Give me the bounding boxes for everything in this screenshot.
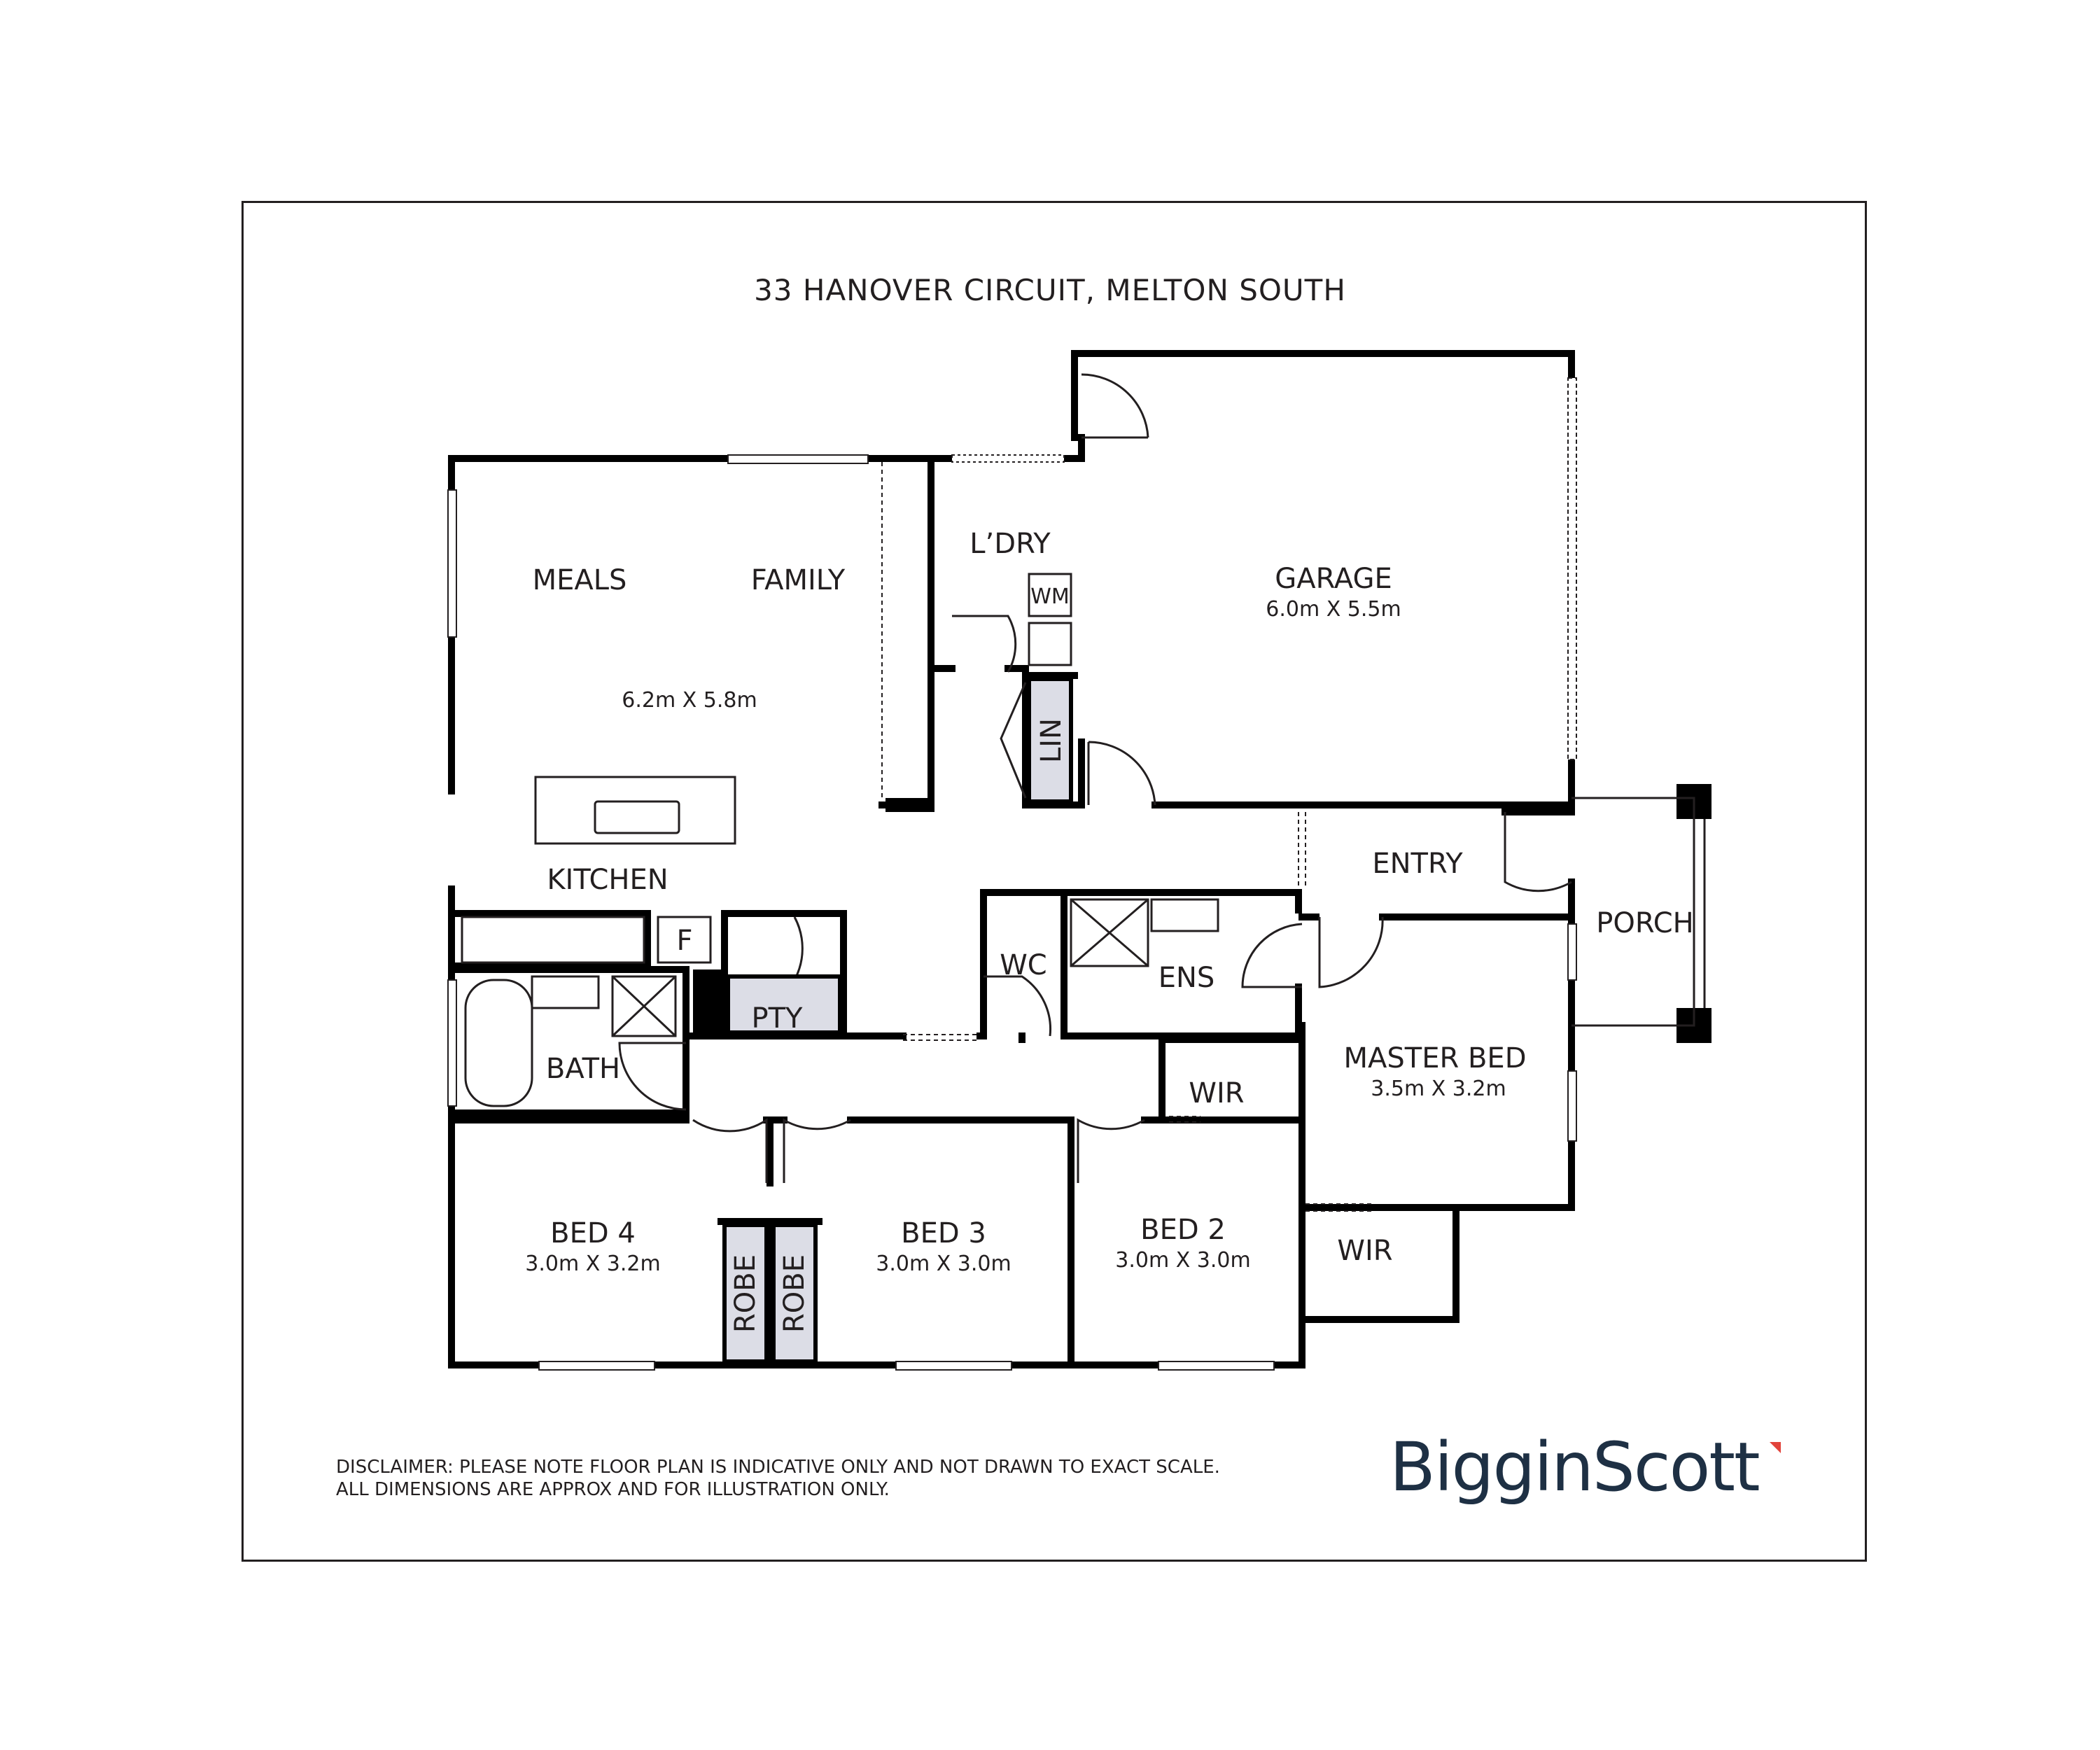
- label-entry: ENTRY: [1372, 848, 1463, 880]
- label-master-bed: MASTER BED: [1344, 1042, 1527, 1074]
- linen-cupboard: [1027, 677, 1073, 804]
- label-robe-bed4: ROBE: [729, 1254, 762, 1333]
- wall-garage: [1071, 350, 1575, 808]
- wall-block-bath: [693, 969, 724, 1036]
- door-master: [1318, 916, 1384, 988]
- door-garage-internal: [1087, 741, 1156, 806]
- bath-shower-cross: [611, 975, 677, 1037]
- window-master-side: [1567, 1070, 1577, 1142]
- door-garage-rear: [1081, 373, 1149, 439]
- label-kitchen: KITCHEN: [547, 864, 668, 896]
- label-ensuite: ENS: [1158, 962, 1215, 994]
- wall-kitchen-bench: [451, 910, 651, 969]
- label-bed4-dim: 3.0m X 3.2m: [525, 1252, 661, 1276]
- label-bed4: BED 4: [550, 1217, 636, 1250]
- door-laundry: [952, 615, 1017, 673]
- label-master-bed-dim: 3.5m X 3.2m: [1371, 1077, 1506, 1101]
- door-ensuite: [1241, 923, 1303, 988]
- wall-living-outer: [448, 455, 934, 808]
- brand-logo-accent-icon: [1770, 1442, 1781, 1453]
- label-laundry: L’DRY: [969, 528, 1051, 560]
- fridge-box: [657, 916, 712, 964]
- bath-shower: [611, 975, 677, 1037]
- label-meals: MEALS: [533, 564, 627, 596]
- door-bed2: [1077, 1118, 1145, 1183]
- window-bath: [447, 979, 457, 1107]
- opening-wir-bed2: [1169, 1116, 1200, 1123]
- ensuite-shower-cross: [1070, 898, 1149, 967]
- washing-machine: [1028, 573, 1072, 617]
- ensuite-shower: [1070, 898, 1149, 967]
- bath-tub: [464, 979, 533, 1107]
- window-family: [727, 454, 869, 464]
- robe-bed3: [771, 1223, 818, 1364]
- window-master-front: [1567, 923, 1577, 981]
- disclaimer: DISCLAIMER: PLEASE NOTE FLOOR PLAN IS IN…: [336, 1456, 1220, 1501]
- door-bath: [618, 1042, 687, 1111]
- wall-bed-dividers: [766, 1116, 1074, 1368]
- label-linen: LIN: [1035, 718, 1068, 763]
- garage-door: [1567, 377, 1577, 760]
- disclaimer-line-1: DISCLAIMER: PLEASE NOTE FLOOR PLAN IS IN…: [336, 1457, 1220, 1478]
- kitchen-sink: [594, 800, 680, 834]
- robe-bed4: [722, 1223, 769, 1364]
- door-pantry: [732, 916, 804, 981]
- door-linen: [1000, 682, 1027, 799]
- window-bed3: [895, 1361, 1012, 1371]
- opening-hall: [903, 1034, 980, 1041]
- window-bed4: [538, 1361, 655, 1371]
- window-meals: [447, 489, 457, 638]
- door-bed3: [783, 1118, 851, 1183]
- wall-laundry: [934, 434, 1085, 462]
- porch-outline: [1572, 797, 1695, 1027]
- wall-hall-bottom: [1018, 1032, 1306, 1043]
- label-bed3: BED 3: [901, 1217, 986, 1250]
- wall-master-wir: [1298, 1204, 1460, 1323]
- opening-entry: [1298, 812, 1306, 889]
- label-wc: WC: [1000, 949, 1046, 981]
- label-bed3-dim: 3.0m X 3.0m: [876, 1252, 1011, 1276]
- wall-entry: [1502, 808, 1575, 920]
- brand-logo: BigginScott: [1390, 1428, 1760, 1506]
- door-wc: [983, 975, 1052, 1037]
- wall-laundry-inner: [931, 665, 1085, 808]
- property-title: 33 HANOVER CIRCUIT, MELTON SOUTH: [754, 273, 1346, 307]
- laundry-tub: [1028, 622, 1072, 666]
- door-bed4: [692, 1118, 768, 1183]
- label-wir-master: WIR: [1337, 1235, 1392, 1267]
- wall-bath: [451, 966, 690, 1116]
- label-wir-bed2: WIR: [1189, 1077, 1244, 1110]
- wall-master: [1298, 913, 1575, 1211]
- label-meals-family-dim: 6.2m X 5.8m: [622, 688, 757, 713]
- kitchen-bench: [461, 916, 645, 964]
- label-pantry: PTY: [752, 1002, 804, 1035]
- wall-block-family: [886, 798, 934, 812]
- label-garage: GARAGE: [1275, 563, 1392, 595]
- disclaimer-line-2: ALL DIMENSIONS ARE APPROX AND FOR ILLUST…: [336, 1479, 890, 1500]
- window-bed2: [1158, 1361, 1275, 1371]
- label-fridge: F: [676, 925, 692, 957]
- label-bed2-dim: 3.0m X 3.0m: [1115, 1248, 1251, 1273]
- ensuite-vanity: [1150, 898, 1219, 932]
- label-porch: PORCH: [1596, 907, 1693, 939]
- label-washing-machine: WM: [1030, 584, 1070, 609]
- door-entry: [1504, 812, 1572, 892]
- bath-vanity: [531, 975, 600, 1009]
- kitchen-island: [534, 776, 736, 845]
- label-bath: BATH: [546, 1053, 620, 1085]
- label-bed2: BED 2: [1140, 1214, 1226, 1246]
- label-garage-dim: 6.0m X 5.5m: [1266, 597, 1401, 622]
- label-family: FAMILY: [751, 564, 846, 596]
- wall-kitchen-left: [448, 886, 1306, 1368]
- laundry-sliding-door: [951, 454, 1065, 463]
- plan-frame: [241, 201, 1867, 1562]
- pantry-shelf: [726, 974, 842, 1035]
- opening-wir-master: [1306, 1203, 1372, 1212]
- label-robe-bed3: ROBE: [778, 1254, 811, 1333]
